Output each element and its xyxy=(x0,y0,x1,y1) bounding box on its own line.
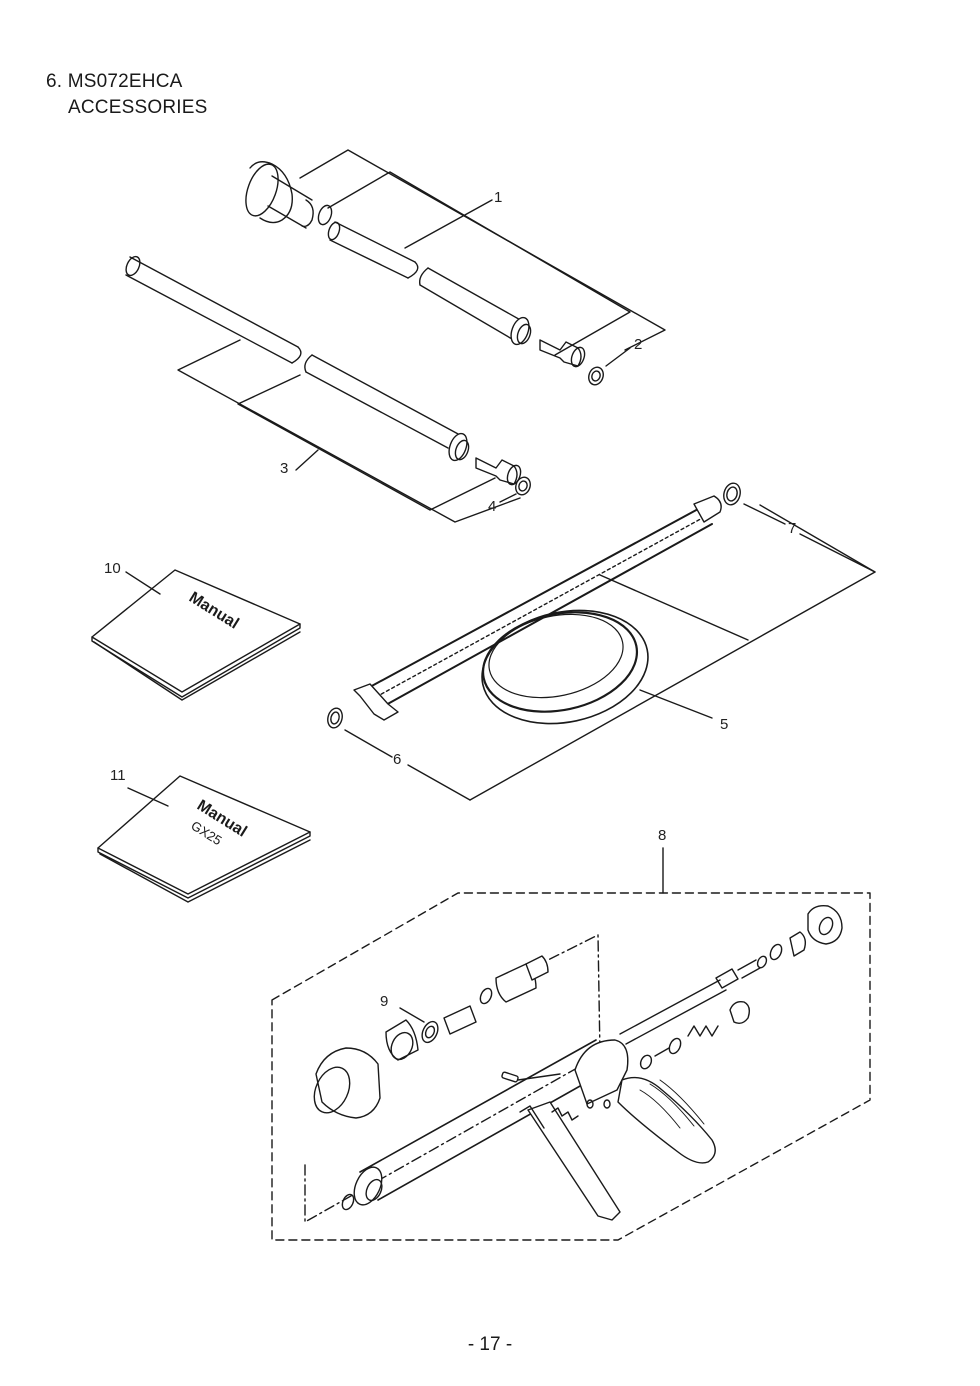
part-1-lance-with-handle xyxy=(245,149,666,368)
callout-part-11: 11 xyxy=(110,767,126,784)
callout-part-9: 9 xyxy=(380,993,389,1010)
callout-part-6: 6 xyxy=(393,751,402,768)
callout-part-10: 10 xyxy=(104,560,121,577)
callout-part-7: 7 xyxy=(788,520,797,537)
part-6-washer xyxy=(327,707,471,801)
part-5-high-pressure-hose xyxy=(353,495,876,801)
callout-part-1: 1 xyxy=(494,189,503,206)
part-8-spray-gun-assembly xyxy=(271,847,871,1241)
part-10-manual: Manual xyxy=(91,569,301,701)
part-7-washer xyxy=(723,482,876,573)
callout-part-2: 2 xyxy=(634,336,643,353)
callout-part-5: 5 xyxy=(720,716,729,733)
callout-part-3: 3 xyxy=(280,460,289,477)
part-3-extension-lance xyxy=(125,255,522,523)
part-2-washer xyxy=(588,347,631,386)
part-11-manual-gx25: Manual GX25 xyxy=(97,775,311,903)
part-4-washer xyxy=(499,476,531,503)
page-number: - 17 - xyxy=(467,1334,513,1355)
section-title: 6. MS072EHCA xyxy=(46,71,183,92)
section-subtitle: ACCESSORIES xyxy=(68,97,208,118)
callout-part-8: 8 xyxy=(658,827,667,844)
callout-part-4: 4 xyxy=(488,498,497,515)
